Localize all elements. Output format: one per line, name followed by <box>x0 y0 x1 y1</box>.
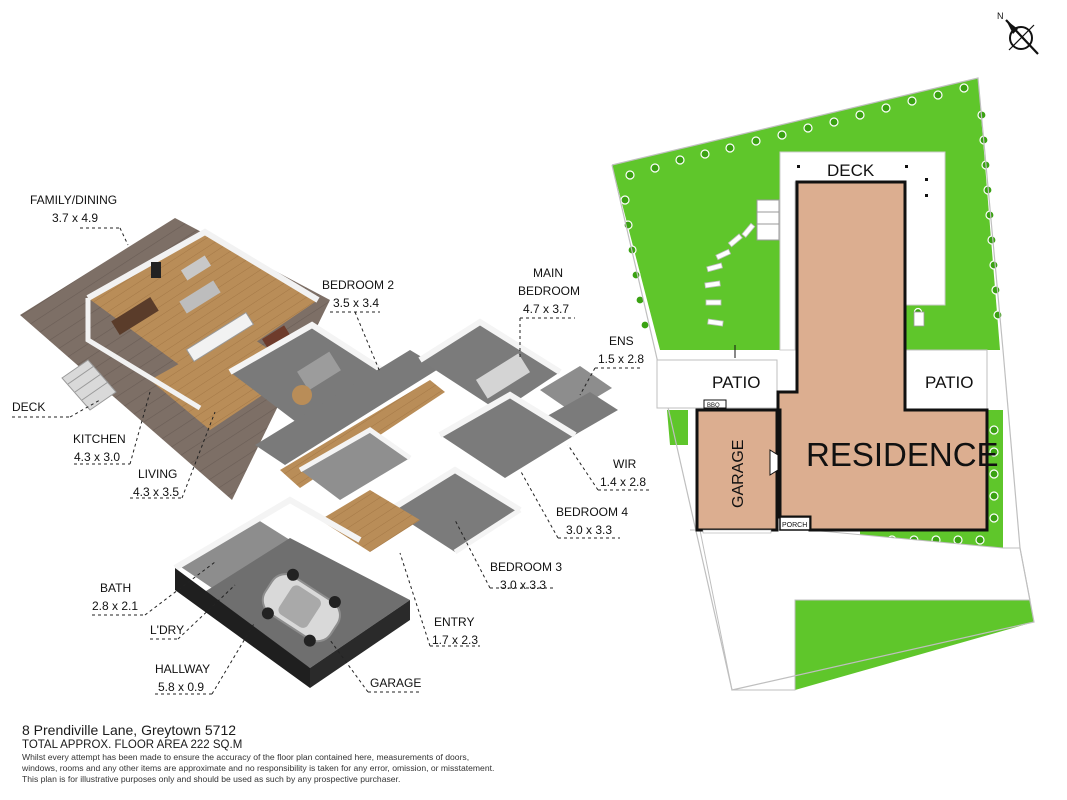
label-entry: ENTRY <box>434 615 474 629</box>
disclaimer-line-1: Whilst every attempt has been made to en… <box>22 752 470 762</box>
size-bedroom3: 3.0 x 3.3 <box>500 578 546 592</box>
bedroom3-floor <box>390 470 520 552</box>
bbq <box>703 399 727 409</box>
property-address: 8 Prendiville Lane, Greytown 5712 <box>22 722 237 738</box>
bedroom4-floor <box>440 395 575 478</box>
label-family-dining: FAMILY/DINING <box>30 193 117 207</box>
stepping-stones <box>704 222 756 327</box>
size-main-bedroom: 4.7 x 3.7 <box>523 302 569 316</box>
fireplace <box>151 262 161 278</box>
site-label-deck: DECK <box>827 161 875 180</box>
label-main-bedroom-2: BEDROOM <box>518 284 580 298</box>
living-walls <box>86 228 320 303</box>
size-family-dining: 3.7 x 4.9 <box>52 211 98 225</box>
size-bath: 2.8 x 2.1 <box>92 599 138 613</box>
main-bedroom-floor <box>420 322 560 412</box>
label-bath: BATH <box>100 581 131 595</box>
label-wir: WIR <box>613 457 637 471</box>
size-entry: 1.7 x 2.3 <box>432 633 478 647</box>
size-ens: 1.5 x 2.8 <box>598 352 644 366</box>
label-deck: DECK <box>12 400 45 414</box>
label-ens: ENS <box>609 334 634 348</box>
label-bedroom3: BEDROOM 3 <box>490 560 562 574</box>
total-floor-area: TOTAL APPROX. FLOOR AREA 222 SQ.M <box>22 739 243 751</box>
size-kitchen: 4.3 x 3.0 <box>74 450 120 464</box>
entry-floor <box>320 490 420 552</box>
footer: 8 Prendiville Lane, Greytown 5712 TOTAL … <box>22 722 582 785</box>
label-laundry: L'DRY <box>150 623 184 637</box>
size-hallway: 5.8 x 0.9 <box>158 680 204 694</box>
label-bedroom4: BEDROOM 4 <box>556 505 628 519</box>
size-bedroom2: 3.5 x 3.4 <box>333 296 379 310</box>
hallway-floor <box>255 350 440 465</box>
car-icon <box>261 568 341 647</box>
label-bedroom2: BEDROOM 2 <box>322 278 394 292</box>
laundry-floor <box>178 518 290 588</box>
site-label-porch: PORCH <box>782 522 807 529</box>
ensuite-floor <box>540 366 612 412</box>
size-living: 4.3 x 3.5 <box>133 485 179 499</box>
label-hallway: HALLWAY <box>155 662 210 676</box>
lawn-bottom <box>795 600 1034 690</box>
site-deck-steps <box>756 199 780 241</box>
lawn-left-strip <box>667 410 688 445</box>
dining-table <box>111 297 159 335</box>
label-garage: GARAGE <box>370 676 421 690</box>
sofa <box>179 280 221 314</box>
site-label-bbq: BBQ <box>707 403 720 409</box>
lawn-right-strip <box>860 410 1003 548</box>
site-patio-right <box>904 349 988 411</box>
label-living: LIVING <box>138 467 177 481</box>
site-porch <box>779 516 811 531</box>
size-bedroom4: 3.0 x 3.3 <box>566 523 612 537</box>
north-arrow-icon: N <box>997 11 1039 55</box>
site-label-residence: RESIDENCE <box>806 436 999 473</box>
site-label-patio-right: PATIO <box>925 373 974 392</box>
site-plan <box>611 77 1035 691</box>
size-wir: 1.4 x 2.8 <box>600 475 646 489</box>
disclaimer-line-3: This plan is for illustrative purposes o… <box>22 774 401 784</box>
kitchen-bench <box>185 311 255 363</box>
compass-label: N <box>997 11 1004 21</box>
site-label-patio-left: PATIO <box>712 373 761 392</box>
deck-steps <box>61 359 117 411</box>
leader-lines <box>12 227 650 695</box>
label-main-bedroom-1: MAIN <box>533 266 563 280</box>
bath-floor <box>300 430 410 500</box>
disclaimer-line-2: windows, rooms and any other items are a… <box>22 763 495 773</box>
label-kitchen: KITCHEN <box>73 432 126 446</box>
floorplan-3d <box>20 218 618 688</box>
site-label-garage: GARAGE <box>730 440 747 508</box>
